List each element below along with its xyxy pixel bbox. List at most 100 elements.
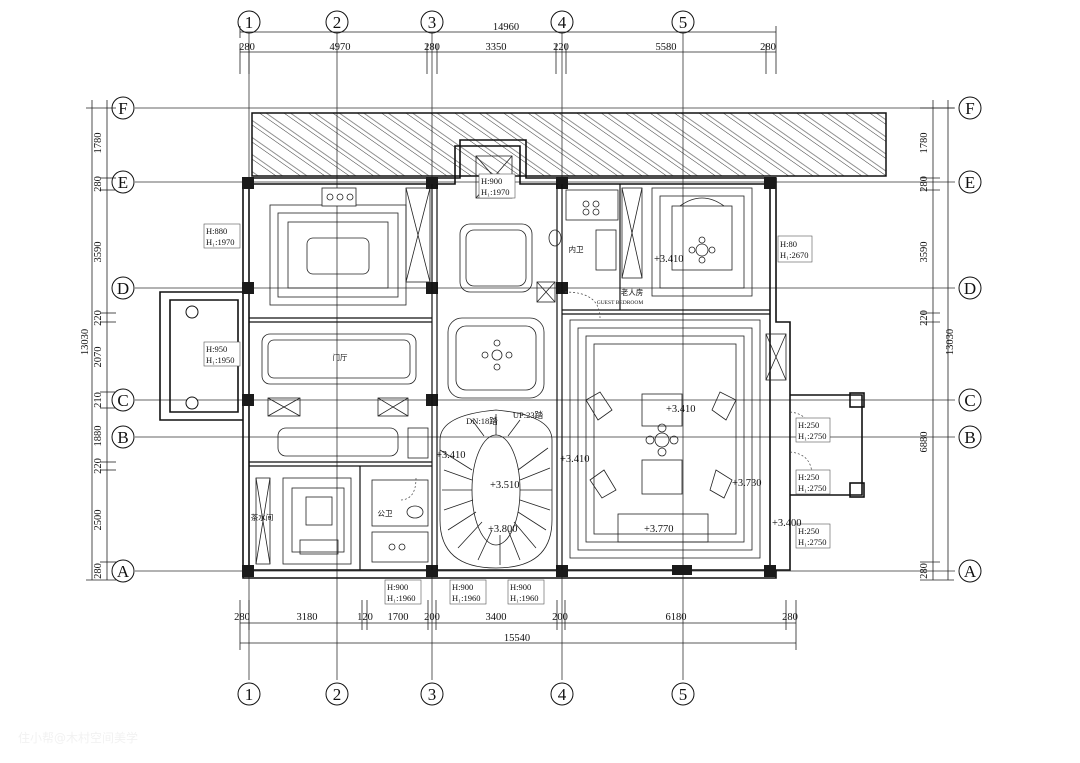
svg-text:H:250: H:250 bbox=[798, 472, 819, 482]
dim-left-seg: 210 bbox=[93, 392, 104, 408]
axis-bubble-D-right: D bbox=[958, 276, 982, 300]
svg-text:A: A bbox=[964, 562, 977, 581]
dim-right-seg: 3590 bbox=[919, 242, 930, 263]
svg-text:H₁:1970: H₁:1970 bbox=[206, 237, 234, 247]
svg-text:H₁:1960: H₁:1960 bbox=[452, 593, 480, 603]
row-axis-bubbles-right: F E D C B A bbox=[958, 96, 982, 583]
axis-bubble-C-right: C bbox=[958, 388, 982, 412]
svg-text:F: F bbox=[118, 99, 127, 118]
dim-top-seg: 5580 bbox=[656, 42, 677, 53]
door-tag: H:950 H₁:1950 bbox=[203, 341, 241, 367]
axis-bubble-D-left: D bbox=[111, 276, 135, 300]
axis-bubble-5-top: 5 bbox=[671, 10, 695, 34]
axis-bubble-F-right: F bbox=[958, 96, 982, 120]
row-axis-bubbles-left: F E D C B A bbox=[111, 96, 135, 583]
svg-text:H₁:1960: H₁:1960 bbox=[387, 593, 415, 603]
svg-text:H₁:1970: H₁:1970 bbox=[481, 187, 509, 197]
axis-bubble-C-left: C bbox=[111, 388, 135, 412]
axis-bubble-1-top: 1 bbox=[237, 10, 261, 34]
dim-top-seg: 4970 bbox=[330, 42, 351, 53]
svg-text:H:900: H:900 bbox=[510, 582, 531, 592]
level-mark: +3.800 bbox=[488, 524, 518, 535]
dim-left-seg: 1880 bbox=[93, 426, 104, 447]
dim-bottom-seg: 280 bbox=[234, 612, 250, 623]
svg-text:H₁:2750: H₁:2750 bbox=[798, 483, 826, 493]
svg-text:3: 3 bbox=[428, 13, 437, 32]
room-label-guest-en: GUEST BEDROOM bbox=[597, 300, 644, 306]
axis-bubble-E-left: E bbox=[111, 170, 135, 194]
axis-bubble-B-left: B bbox=[111, 425, 135, 449]
svg-text:D: D bbox=[964, 279, 976, 298]
door-tag: H:250 H₁:2750 bbox=[795, 417, 831, 443]
dim-right-seg: 6880 bbox=[919, 432, 930, 453]
room-label-lobby: 门厅 bbox=[333, 353, 348, 362]
svg-text:H:900: H:900 bbox=[481, 176, 502, 186]
dim-bottom-seg: 200 bbox=[424, 612, 440, 623]
level-mark: +3.410 bbox=[666, 404, 696, 415]
door-tags: H:880 H₁:1970 H:950 H₁:1950 H:80 H₁:2670… bbox=[203, 173, 831, 605]
terrace-hatched bbox=[251, 112, 887, 177]
svg-text:B: B bbox=[964, 428, 975, 447]
svg-text:H:250: H:250 bbox=[798, 526, 819, 536]
dim-left-seg: 1780 bbox=[93, 133, 104, 154]
svg-text:1: 1 bbox=[245, 685, 254, 704]
axis-bubble-5-bottom: 5 bbox=[671, 682, 695, 706]
svg-text:H:250: H:250 bbox=[798, 420, 819, 430]
dim-left-seg: 3590 bbox=[93, 242, 104, 263]
dim-bottom-seg: 3180 bbox=[297, 612, 318, 623]
svg-text:B: B bbox=[117, 428, 128, 447]
dim-top-seg: 280 bbox=[239, 42, 255, 53]
door-tag: H:900 H₁:1960 bbox=[507, 579, 545, 605]
axis-bubble-2-bottom: 2 bbox=[325, 682, 349, 706]
dim-bottom-seg: 280 bbox=[782, 612, 798, 623]
level-mark: +3.410 bbox=[436, 450, 466, 461]
svg-text:H₁:1950: H₁:1950 bbox=[206, 355, 234, 365]
svg-text:A: A bbox=[117, 562, 130, 581]
svg-text:H₁:2670: H₁:2670 bbox=[780, 250, 808, 260]
dim-left-seg: 2070 bbox=[93, 347, 104, 368]
svg-text:H₁:1960: H₁:1960 bbox=[510, 593, 538, 603]
level-mark: +3.410 bbox=[560, 454, 590, 465]
room-label-tea: 茶水间 bbox=[251, 512, 274, 522]
axis-bubble-A-left: A bbox=[111, 559, 135, 583]
svg-text:4: 4 bbox=[558, 685, 567, 704]
axis-bubble-4-top: 4 bbox=[550, 10, 574, 34]
structural-columns bbox=[242, 177, 776, 577]
dimension-top bbox=[239, 26, 777, 74]
dimension-left bbox=[86, 100, 116, 581]
axis-bubble-E-right: E bbox=[958, 170, 982, 194]
guest-bedroom bbox=[651, 187, 753, 297]
dim-top-seg: 280 bbox=[760, 42, 776, 53]
svg-text:3: 3 bbox=[428, 685, 437, 704]
svg-text:1: 1 bbox=[245, 13, 254, 32]
svg-text:D: D bbox=[117, 279, 129, 298]
dim-top-seg: 220 bbox=[553, 42, 569, 53]
column-axis-bubbles-bottom: 1 2 3 4 5 bbox=[237, 682, 695, 706]
axis-bubble-4-bottom: 4 bbox=[550, 682, 574, 706]
stair-down-label: DN:18踏 bbox=[466, 416, 498, 426]
svg-text:H:950: H:950 bbox=[206, 344, 227, 354]
room-label-inner-wc: 内卫 bbox=[569, 244, 584, 254]
svg-text:F: F bbox=[965, 99, 974, 118]
dim-bottom-seg: 3400 bbox=[486, 612, 507, 623]
axis-bubble-B-right: B bbox=[958, 425, 982, 449]
dim-left-seg: 2500 bbox=[93, 510, 104, 531]
watermark: 住小帮@木村空间美学 bbox=[18, 730, 138, 745]
door-tag: H:80 H₁:2670 bbox=[777, 235, 813, 263]
dim-top-seg: 3350 bbox=[486, 42, 507, 53]
dim-left-seg: 280 bbox=[93, 176, 104, 192]
level-mark: +3.730 bbox=[732, 478, 762, 489]
level-mark: +3.770 bbox=[644, 524, 674, 535]
level-mark: +3.410 bbox=[654, 254, 684, 265]
level-mark: +3.510 bbox=[490, 480, 520, 491]
door-tag: H:880 H₁:1970 bbox=[203, 223, 241, 249]
level-marks: +3.410 +3.410 +3.410 +3.510 +3.800 +3.77… bbox=[436, 254, 802, 535]
axis-bubble-2-top: 2 bbox=[325, 10, 349, 34]
dimension-bottom bbox=[239, 600, 797, 650]
dim-top-total: 14960 bbox=[493, 22, 519, 33]
dim-left-total: 13030 bbox=[80, 329, 91, 355]
door-tag: H:900 H₁:1960 bbox=[449, 579, 487, 605]
svg-text:2: 2 bbox=[333, 685, 342, 704]
axis-bubble-3-bottom: 3 bbox=[420, 682, 444, 706]
